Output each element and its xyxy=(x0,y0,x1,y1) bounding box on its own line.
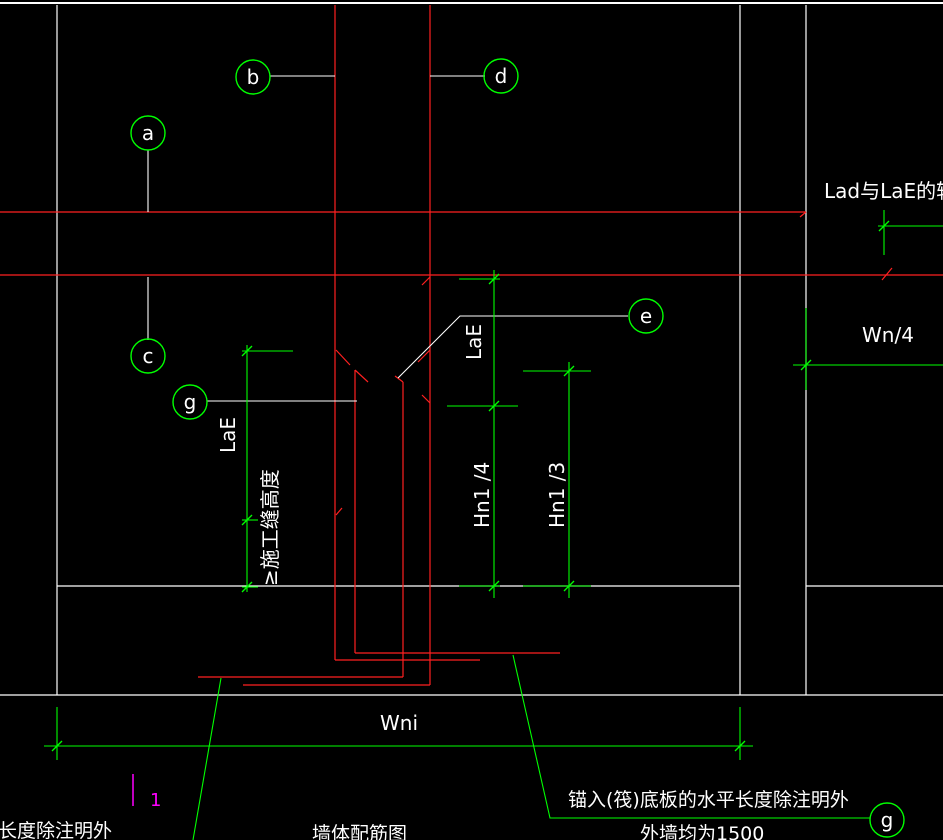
dimension-ticks xyxy=(51,220,890,752)
bubble-g-right-label: g xyxy=(881,808,894,832)
note-bottom-center: 墙体配筋图 xyxy=(312,823,407,840)
leader-lines xyxy=(147,75,628,402)
bubble-b[interactable]: b xyxy=(235,59,271,95)
bubble-d[interactable]: d xyxy=(483,58,519,94)
structure-outline xyxy=(0,5,943,696)
dim-text-construction-joint: ≥施工缝高度 xyxy=(258,469,282,586)
rebar-tick-1 xyxy=(421,394,431,404)
bubble-e-circle xyxy=(628,298,664,334)
note-bottom-left: 长度除注明外 xyxy=(0,820,112,840)
bubble-b-label: b xyxy=(247,65,260,89)
rebar-tick-2 xyxy=(335,507,343,516)
bubble-g-right[interactable]: g xyxy=(869,802,905,838)
dim-text-lae-left: LaE xyxy=(216,417,240,453)
bubble-b-circle xyxy=(235,59,271,95)
bubble-c-circle xyxy=(130,338,166,374)
bubble-e-label: e xyxy=(640,304,652,328)
dim-text-lae-top: LaE xyxy=(462,324,486,360)
leader-bottom-left xyxy=(192,677,222,840)
bubble-e[interactable]: e xyxy=(628,298,664,334)
bubble-d-label: d xyxy=(495,64,508,88)
note-anchor: 锚入(筏)底板的水平长度除注明外 xyxy=(568,789,849,811)
leader-e xyxy=(397,315,628,379)
bubble-g-left-circle xyxy=(172,384,208,420)
bubble-a-circle xyxy=(130,115,166,151)
bubble-c[interactable]: c xyxy=(130,338,166,374)
bubble-a[interactable]: a xyxy=(130,115,166,151)
dim-text-lad-lae: Lad与LaE的较 xyxy=(824,179,943,203)
bend-right-bottom xyxy=(394,375,404,383)
bend-left-top xyxy=(335,349,351,366)
bubble-c-label: c xyxy=(143,344,154,368)
dim-text-hn1-3: Hn1 /3 xyxy=(545,462,569,528)
bend-right-top xyxy=(417,349,431,363)
note-bottom-right: 外墙均为1500 xyxy=(640,823,764,840)
bubble-a-label: a xyxy=(142,121,154,145)
rebar-tick-3 xyxy=(421,276,431,286)
dim-text-hn1-4: Hn1 /4 xyxy=(470,462,494,528)
rebar-tick-4 xyxy=(799,211,807,218)
bubble-g-left-label: g xyxy=(184,390,197,414)
bubble-g-right-circle xyxy=(869,802,905,838)
bubble-d-circle xyxy=(483,58,519,94)
rebar-lines xyxy=(0,5,943,686)
bubble-g-left[interactable]: g xyxy=(172,384,208,420)
bend-left-bottom xyxy=(354,369,369,383)
rebar-tick-5 xyxy=(881,267,893,281)
dim-text-wn4: Wn/4 xyxy=(862,323,914,347)
dim-text-wni: Wni xyxy=(380,711,418,735)
mark-text-1: 1 xyxy=(150,790,161,811)
leader-anchor-note xyxy=(512,654,870,819)
